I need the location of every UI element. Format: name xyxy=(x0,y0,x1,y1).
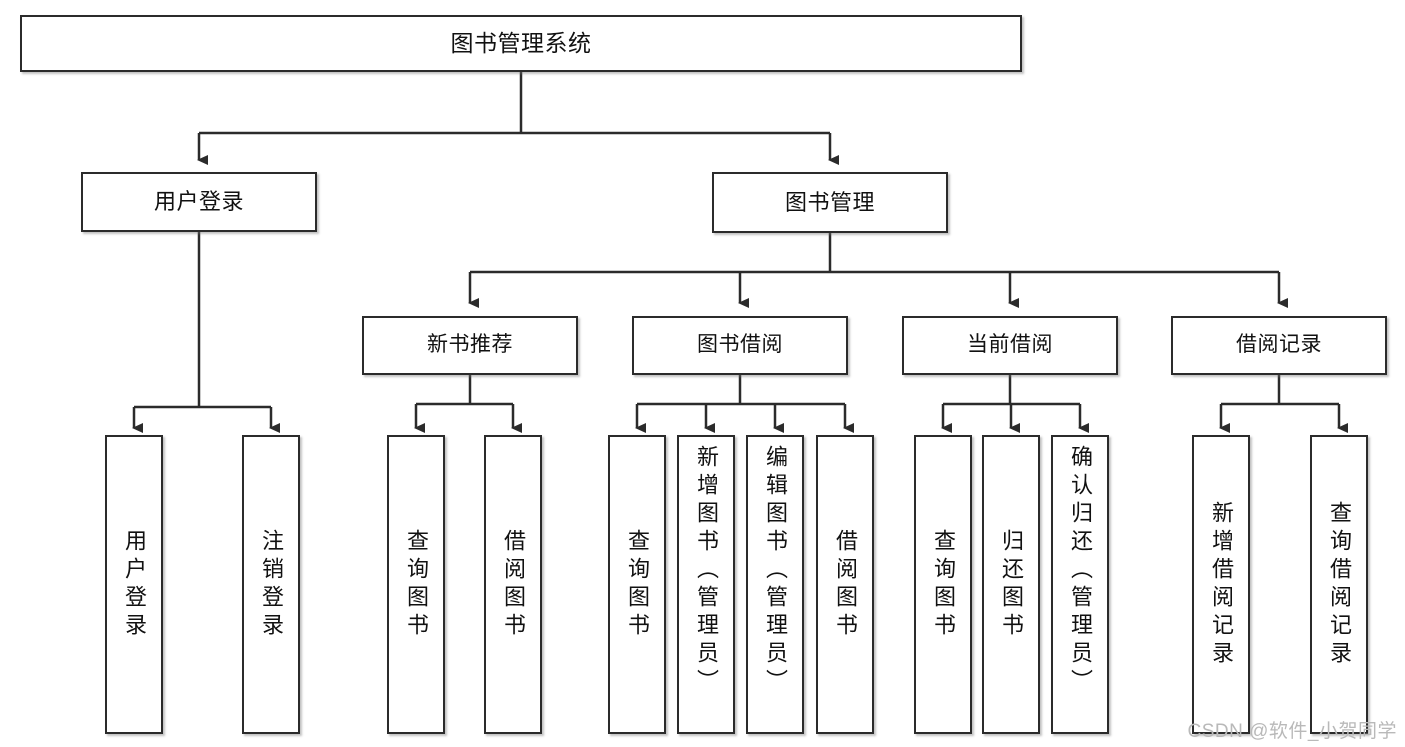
leaf-recommend-query-book[interactable]: 查询图书 xyxy=(387,435,445,734)
node-label: 归还图书 xyxy=(999,528,1024,641)
node-label: 当前借阅 xyxy=(967,333,1053,357)
node-book-borrow[interactable]: 图书借阅 xyxy=(632,316,848,375)
node-label: 新书推荐 xyxy=(427,333,513,357)
leaf-borrow-query-book[interactable]: 查询图书 xyxy=(608,435,666,734)
node-label: 注销登录 xyxy=(259,528,284,641)
leaf-borrow-borrow-book[interactable]: 借阅图书 xyxy=(816,435,874,734)
node-label: 图书管理 xyxy=(784,189,875,215)
leaf-current-return-book[interactable]: 归还图书 xyxy=(982,435,1040,734)
node-label: 用户登录 xyxy=(153,189,244,215)
node-book-management[interactable]: 图书管理 xyxy=(712,172,948,233)
leaf-current-confirm-return-admin[interactable]: 确认归还（管理员） xyxy=(1051,435,1109,734)
leaf-borrow-edit-book-admin[interactable]: 编辑图书（管理员） xyxy=(746,435,804,734)
node-label: 图书管理系统 xyxy=(450,30,592,57)
leaf-record-query-record[interactable]: 查询借阅记录 xyxy=(1310,435,1368,734)
leaf-record-add-record[interactable]: 新增借阅记录 xyxy=(1192,435,1250,734)
node-label: 图书借阅 xyxy=(697,333,783,357)
node-label: 编辑图书（管理员） xyxy=(763,445,788,697)
node-label: 查询图书 xyxy=(404,528,429,641)
node-current-borrow[interactable]: 当前借阅 xyxy=(902,316,1118,375)
node-label: 借阅记录 xyxy=(1236,333,1322,357)
leaf-recommend-borrow-book[interactable]: 借阅图书 xyxy=(484,435,542,734)
node-label: 确认归还（管理员） xyxy=(1068,445,1093,697)
node-label: 新增图书（管理员） xyxy=(694,445,719,697)
node-label: 查询图书 xyxy=(931,528,956,641)
node-borrow-record[interactable]: 借阅记录 xyxy=(1171,316,1387,375)
leaf-user-login-logout[interactable]: 注销登录 xyxy=(242,435,300,734)
node-label: 借阅图书 xyxy=(501,528,526,641)
leaf-borrow-add-book-admin[interactable]: 新增图书（管理员） xyxy=(677,435,735,734)
node-user-login[interactable]: 用户登录 xyxy=(81,172,317,232)
watermark: CSDN @软件_小贺同学 xyxy=(1187,721,1397,742)
node-root-system[interactable]: 图书管理系统 xyxy=(20,15,1022,72)
node-label: 查询图书 xyxy=(625,528,650,641)
node-label: 借阅图书 xyxy=(833,528,858,641)
node-label: 新增借阅记录 xyxy=(1209,500,1234,669)
node-new-book-recommend[interactable]: 新书推荐 xyxy=(362,316,578,375)
leaf-current-query-book[interactable]: 查询图书 xyxy=(914,435,972,734)
leaf-user-login-login[interactable]: 用户登录 xyxy=(105,435,163,734)
node-label: 查询借阅记录 xyxy=(1327,500,1352,669)
node-label: 用户登录 xyxy=(122,528,147,641)
